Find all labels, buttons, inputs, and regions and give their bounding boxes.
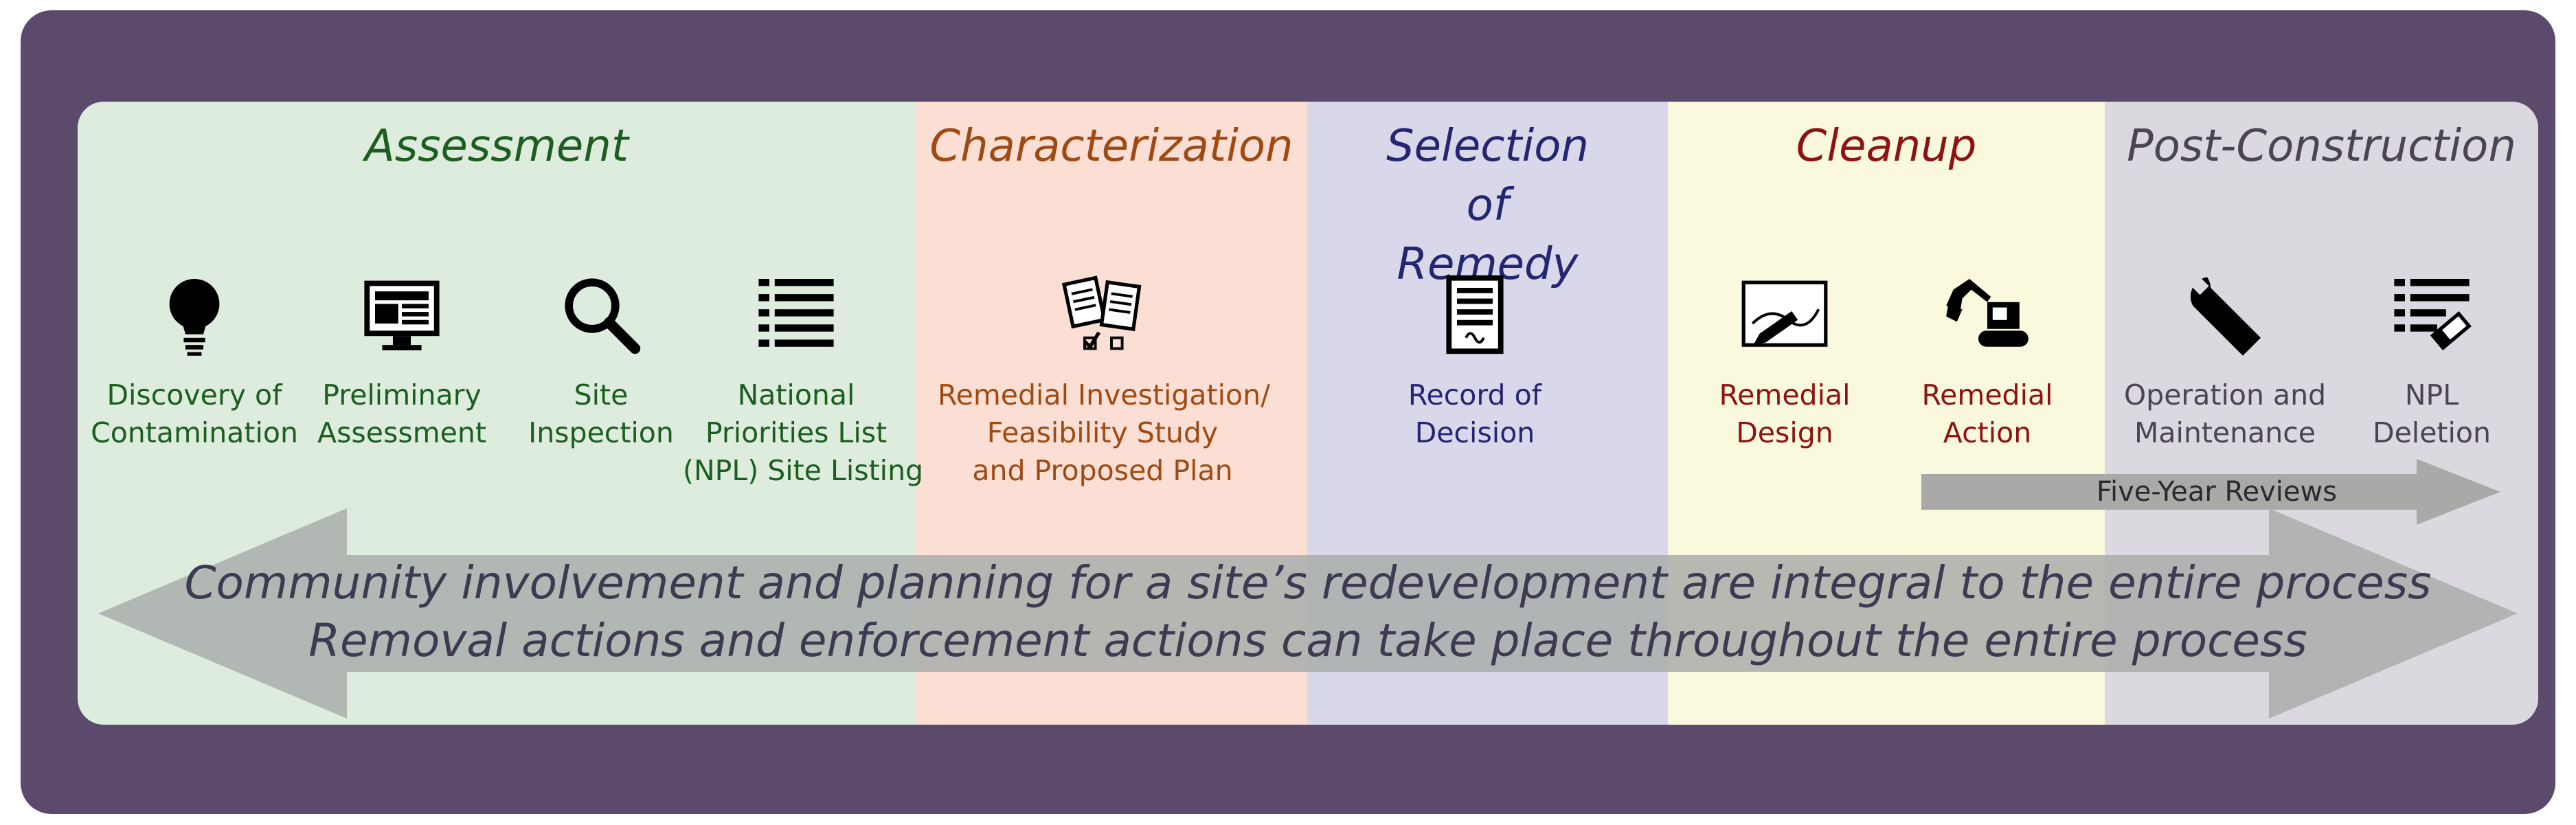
step-preliminary-line2: Assessment xyxy=(317,416,486,449)
wrench-icon xyxy=(2177,270,2273,359)
step-npl-listing-line3: (NPL) Site Listing xyxy=(683,454,924,487)
list-eraser-icon xyxy=(2384,270,2480,359)
process-double-arrow xyxy=(98,508,2518,719)
step-npl-listing-line2: Priorities List xyxy=(705,416,888,449)
step-remedial-design-line1: Remedial xyxy=(1719,378,1851,411)
step-ri-fs-line3: and Proposed Plan xyxy=(972,454,1233,487)
step-npl-deletion-line2: Deletion xyxy=(2373,416,2491,449)
step-discovery: Discovery of Contamination xyxy=(81,376,308,452)
step-site-inspection-line1: Site xyxy=(574,378,629,411)
phase-title-assessment: Assessment xyxy=(365,121,629,172)
step-npl-listing-line1: National xyxy=(737,378,855,411)
message-line-2: Removal actions and enforcement actions … xyxy=(308,614,2307,667)
magnifying-glass-icon xyxy=(553,270,649,359)
lightbulb-icon xyxy=(146,270,242,359)
step-discovery-line1: Discovery of xyxy=(106,378,282,411)
five-year-reviews-label: Five-Year Reviews xyxy=(2096,476,2338,508)
process-panel: Assessment Characterization Selection of… xyxy=(78,102,2538,725)
step-preliminary-line1: Preliminary xyxy=(322,378,482,411)
phase-title-post-construction: Post-Construction xyxy=(2127,121,2516,172)
step-rod: Record of Decision xyxy=(1362,376,1588,452)
phase-title-cleanup: Cleanup xyxy=(1796,121,1977,172)
step-om-line2: Maintenance xyxy=(2134,416,2316,449)
step-remedial-action-line2: Action xyxy=(1943,416,2032,449)
step-rod-line1: Record of xyxy=(1408,378,1542,411)
message-line-1: Community involvement and planning for a… xyxy=(184,556,2432,609)
computer-monitor-icon xyxy=(354,270,450,359)
step-remedial-design-line2: Design xyxy=(1736,416,1833,449)
step-remedial-action-line1: Remedial xyxy=(1921,378,2053,411)
list-icon xyxy=(748,270,844,359)
step-site-inspection-line2: Inspection xyxy=(528,416,674,449)
step-discovery-line2: Contamination xyxy=(91,416,298,449)
step-om-line1: Operation and xyxy=(2123,378,2327,411)
drawing-icon xyxy=(1737,270,1833,359)
step-ri-fs: Remedial Investigation/Feasibility Study… xyxy=(938,376,1270,490)
certificate-document-icon xyxy=(1427,270,1523,359)
step-npl-deletion-line1: NPL xyxy=(2404,378,2459,411)
phase-title-characterization: Characterization xyxy=(929,121,1293,172)
excavator-icon xyxy=(1939,270,2035,359)
step-rod-line2: Decision xyxy=(1414,416,1535,449)
step-npl-deletion: NPL Deletion xyxy=(2363,376,2500,452)
outer-frame: Assessment Characterization Selection of… xyxy=(21,10,2555,814)
step-ri-fs-line2: Feasibility Study xyxy=(986,416,1219,449)
documents-checkbox-icon xyxy=(1054,270,1151,359)
step-ri-fs-line1: Remedial Investigation/ xyxy=(938,378,1270,411)
